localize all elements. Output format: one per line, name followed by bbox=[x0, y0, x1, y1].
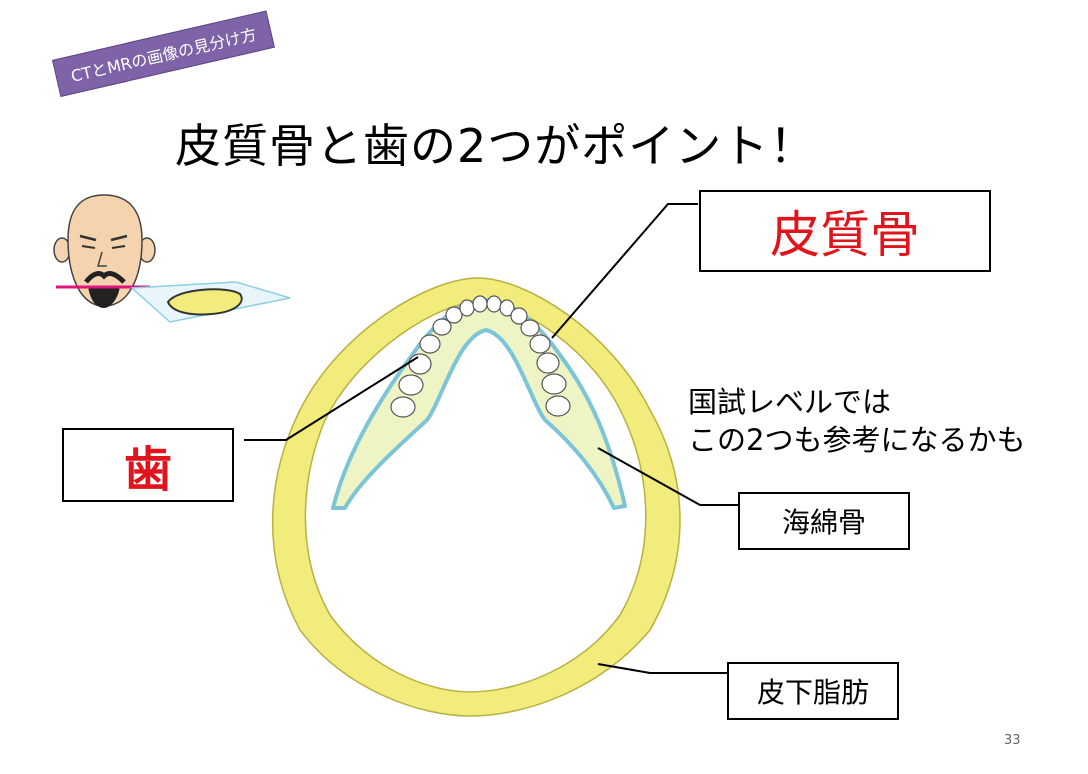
label-tooth: 歯 bbox=[62, 428, 234, 502]
tooth bbox=[445, 306, 463, 324]
label-cortical-bone-text: 皮質骨 bbox=[770, 206, 920, 264]
leader-line-cancellous bbox=[597, 447, 738, 506]
tooth bbox=[545, 395, 571, 417]
slice-mandible bbox=[166, 288, 243, 316]
leader-line-tooth bbox=[244, 356, 419, 441]
label-subcutaneous-fat: 皮下脂肪 bbox=[727, 662, 899, 720]
exam-note: 国試レベルでは この2つも参考になるかも bbox=[688, 383, 1025, 459]
leader-line-subq bbox=[597, 663, 727, 674]
tooth bbox=[472, 295, 488, 313]
page-number: 33 bbox=[1004, 733, 1021, 748]
beard bbox=[88, 286, 120, 308]
tooth bbox=[408, 353, 432, 375]
eye-right bbox=[111, 245, 126, 249]
teeth bbox=[390, 295, 571, 418]
tooth bbox=[541, 373, 567, 395]
tooth bbox=[419, 334, 441, 354]
label-subcutaneous-fat-text: 皮下脂肪 bbox=[756, 676, 869, 709]
label-cortical-bone: 皮質骨 bbox=[699, 190, 991, 272]
mustache bbox=[84, 271, 126, 284]
eye-left bbox=[81, 245, 96, 249]
nose bbox=[97, 251, 107, 267]
tooth bbox=[536, 352, 560, 374]
tooth bbox=[510, 307, 528, 325]
tooth bbox=[486, 295, 502, 313]
eyebrow-left bbox=[79, 234, 97, 242]
label-cancellous-bone-text: 海綿骨 bbox=[781, 506, 866, 539]
subcutaneous-fat-ring bbox=[271, 277, 681, 717]
tooth bbox=[520, 319, 540, 337]
slide-title: 皮質骨と歯の2つがポイント！ bbox=[175, 119, 817, 173]
leader-line-cortical bbox=[551, 203, 698, 339]
tooth bbox=[432, 318, 452, 336]
tooth bbox=[529, 334, 551, 354]
exam-note-line2: この2つも参考になるかも bbox=[688, 423, 1026, 457]
tooth bbox=[499, 299, 515, 317]
leader-lines bbox=[244, 203, 738, 674]
head-illustration bbox=[53, 194, 291, 323]
tooth bbox=[459, 299, 475, 317]
eyebrow-right bbox=[110, 234, 128, 242]
label-cancellous-bone: 海綿骨 bbox=[738, 492, 910, 550]
tooth bbox=[390, 396, 416, 418]
exam-note-line1: 国試レベルでは bbox=[688, 385, 892, 419]
label-tooth-text: 歯 bbox=[123, 442, 172, 498]
tooth bbox=[398, 374, 424, 396]
